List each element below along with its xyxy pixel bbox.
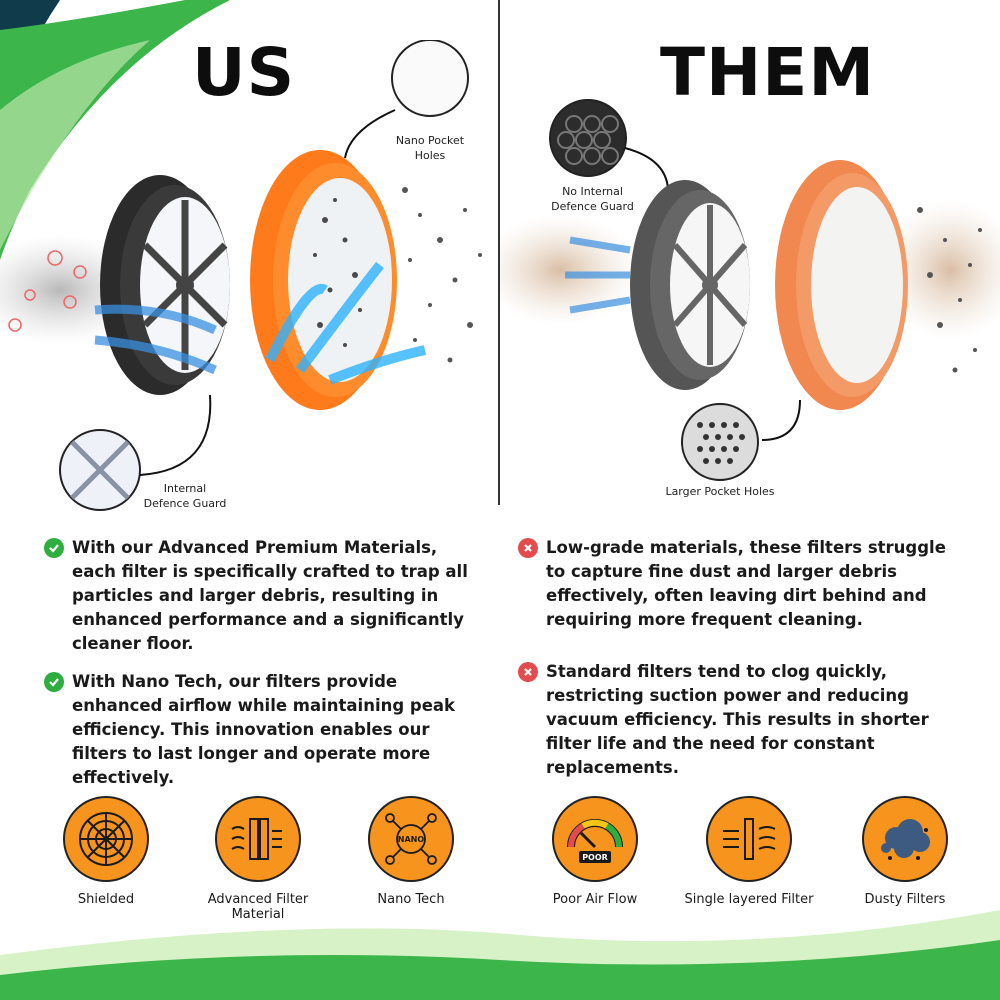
cross-icon <box>518 538 538 558</box>
feature-shielded: Shielded <box>31 796 181 907</box>
shield-grid-icon <box>63 796 149 882</box>
us-bullet-text: With Nano Tech, our filters provide enha… <box>72 672 456 787</box>
nano-badge-text: NANO <box>398 835 425 844</box>
them-bullet-text: Standard filters tend to clog quickly, r… <box>546 662 929 777</box>
us-heading: US <box>192 34 296 111</box>
check-icon <box>44 672 64 692</box>
nano-pocket-callout: Nano Pocket Holes <box>395 134 465 162</box>
feature-label: Nano Tech <box>377 892 445 907</box>
them-bullet-text: Low-grade materials, these filters strug… <box>546 538 946 629</box>
feature-single-layer: Single layered Filter <box>674 796 824 907</box>
us-filter-illustration <box>0 40 482 511</box>
poor-badge-text: POOR <box>582 853 608 862</box>
us-bullet-1: With our Advanced Premium Materials, eac… <box>44 536 484 656</box>
feature-label: Poor Air Flow <box>552 892 638 907</box>
them-heading: THEM <box>660 34 876 111</box>
us-bullet-text: With our Advanced Premium Materials, eac… <box>72 538 468 653</box>
filter-layers-icon <box>215 796 301 882</box>
feature-poor-air-flow: POOR Poor Air Flow <box>520 796 670 907</box>
us-bullet-2: With Nano Tech, our filters provide enha… <box>44 670 484 790</box>
feature-advanced-filter: Advanced Filter Material <box>183 796 333 922</box>
feature-label: Single layered Filter <box>684 892 814 907</box>
feature-dusty-filters: Dusty Filters <box>830 796 980 907</box>
feature-nano-tech: NANO Nano Tech <box>336 796 486 907</box>
single-layer-icon <box>706 796 792 882</box>
them-bullet-1: Low-grade materials, these filters strug… <box>518 536 968 632</box>
internal-guard-callout: Internal Defence Guard <box>143 482 227 510</box>
them-filter-illustration <box>500 99 1000 481</box>
dust-cloud-icon <box>862 796 948 882</box>
feature-label: Shielded <box>77 892 135 907</box>
nano-network-icon: NANO <box>368 796 454 882</box>
gauge-icon: POOR <box>552 796 638 882</box>
no-guard-callout: No Internal Defence Guard <box>551 185 634 213</box>
check-icon <box>44 538 64 558</box>
feature-label: Advanced Filter Material <box>207 892 309 922</box>
them-bullet-2: Standard filters tend to clog quickly, r… <box>518 660 968 780</box>
center-divider <box>498 0 500 505</box>
larger-pocket-callout: Larger Pocket Holes <box>665 485 775 498</box>
feature-label: Dusty Filters <box>864 892 946 907</box>
cross-icon <box>518 662 538 682</box>
